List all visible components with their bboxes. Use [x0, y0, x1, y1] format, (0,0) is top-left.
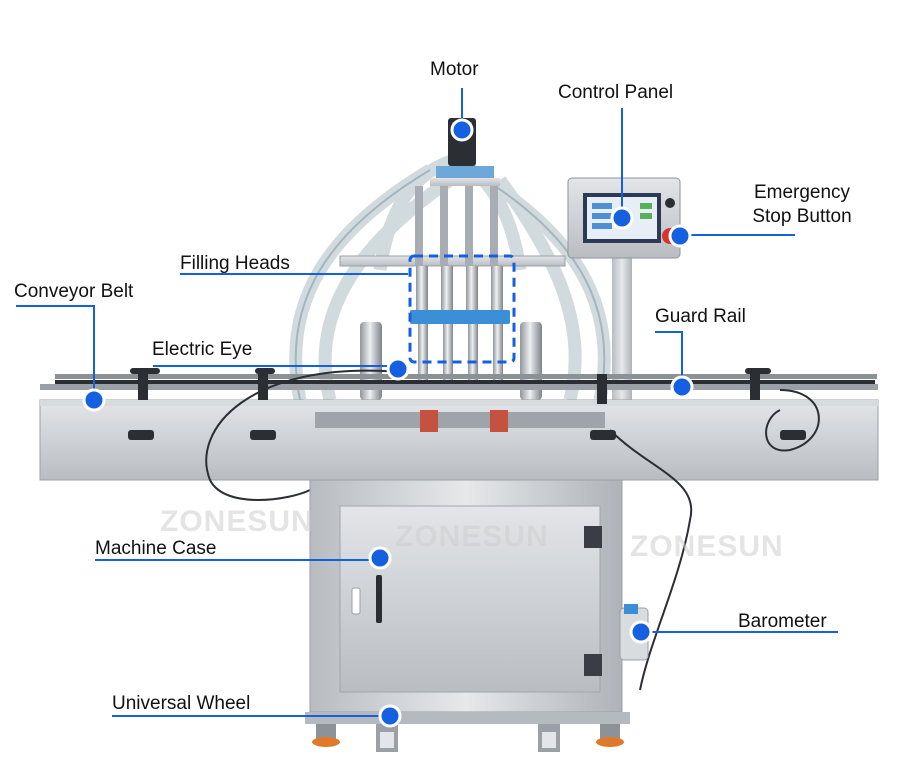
marker-control-panel [610, 206, 634, 230]
label-emergency-stop-line2: Stop Button [752, 206, 852, 227]
machine-case [305, 479, 630, 724]
marker-motor [450, 118, 474, 142]
marker-electric-eye [386, 357, 410, 381]
filling-heads [339, 186, 566, 384]
label-emergency-stop: Emergency Stop Button [744, 181, 860, 229]
leader-lines [16, 88, 838, 717]
marker-emergency-stop [668, 224, 692, 248]
label-filling-heads: Filling Heads [180, 253, 290, 274]
cables [205, 369, 820, 691]
label-motor: Motor [430, 59, 479, 80]
rail-adjusters [128, 368, 806, 440]
marker-guard-rail [670, 375, 694, 399]
label-guard-rail: Guard Rail [655, 306, 746, 327]
universal-wheels [312, 724, 624, 752]
watermark: ZONESUN [395, 520, 549, 553]
marker-conveyor-belt [82, 388, 106, 412]
label-machine-case: Machine Case [95, 538, 217, 559]
label-conveyor-belt: Conveyor Belt [14, 281, 134, 302]
label-control-panel: Control Panel [558, 82, 674, 103]
conveyor [39, 374, 879, 481]
marker-universal-wheel [378, 704, 402, 728]
label-barometer: Barometer [738, 611, 827, 632]
marker-barometer [629, 620, 653, 644]
marker-machine-case [368, 546, 392, 570]
callout-markers [82, 118, 694, 728]
label-electric-eye: Electric Eye [152, 339, 253, 360]
watermark: ZONESUN [160, 505, 314, 538]
label-emergency-stop-line1: Emergency [753, 182, 851, 203]
label-universal-wheel: Universal Wheel [112, 693, 251, 714]
watermark: ZONESUN [630, 530, 784, 563]
